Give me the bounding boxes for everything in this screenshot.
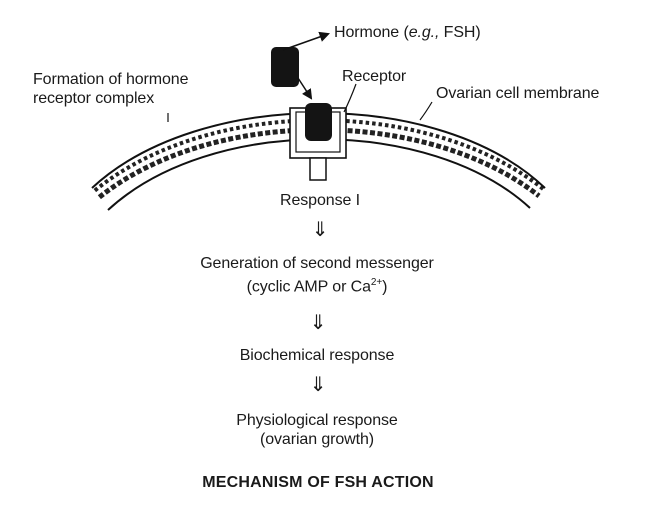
free-hormone xyxy=(271,47,299,87)
second-messenger-line2: (cyclic AMP or Ca2+) xyxy=(200,273,434,296)
bound-hormone xyxy=(305,103,332,141)
calcium-charge: 2+ xyxy=(370,277,383,288)
hormone-label-end: FSH) xyxy=(439,24,481,41)
flow-arrow-3: ⇓ xyxy=(309,372,327,396)
flow-arrow-1: ⇓ xyxy=(311,217,329,241)
second-messenger-label: Generation of second messenger (cyclic A… xyxy=(200,254,434,296)
physiological-line2: (ovarian growth) xyxy=(259,431,375,448)
hormone-label: Hormone (e.g., FSH) xyxy=(334,23,481,42)
formation-label-line1: Formation of hormone xyxy=(33,71,189,88)
membrane-leader-line xyxy=(419,101,433,121)
binding-arrow xyxy=(297,77,313,100)
second-messenger-line2-start: (cyclic AMP or Ca xyxy=(246,278,371,296)
membrane-label: Ovarian cell membrane xyxy=(436,85,600,102)
physiological-line1: Physiological response xyxy=(236,412,398,429)
hormone-label-start: Hormone ( xyxy=(334,24,409,41)
hormone-label-eg: e.g., xyxy=(408,24,440,41)
flow-arrow-2: ⇓ xyxy=(309,310,327,334)
second-messenger-line2-end: ) xyxy=(382,278,388,296)
receptor-leader-line xyxy=(343,83,357,113)
physiological-response-label: Physiological response (ovarian growth) xyxy=(236,411,398,449)
receptor-label: Receptor xyxy=(342,68,407,85)
receptor-complex xyxy=(289,103,347,181)
formation-label: Formation of hormone receptor complex xyxy=(33,70,189,108)
biochemical-response-label: Biochemical response xyxy=(239,347,395,364)
hormone-label-arrow xyxy=(282,31,330,51)
second-messenger-line1: Generation of second messenger xyxy=(200,255,434,272)
formation-label-line2: receptor complex xyxy=(33,90,155,107)
response-1-label: Response I xyxy=(280,192,360,209)
diagram-title: MECHANISM OF FSH ACTION xyxy=(202,474,434,491)
